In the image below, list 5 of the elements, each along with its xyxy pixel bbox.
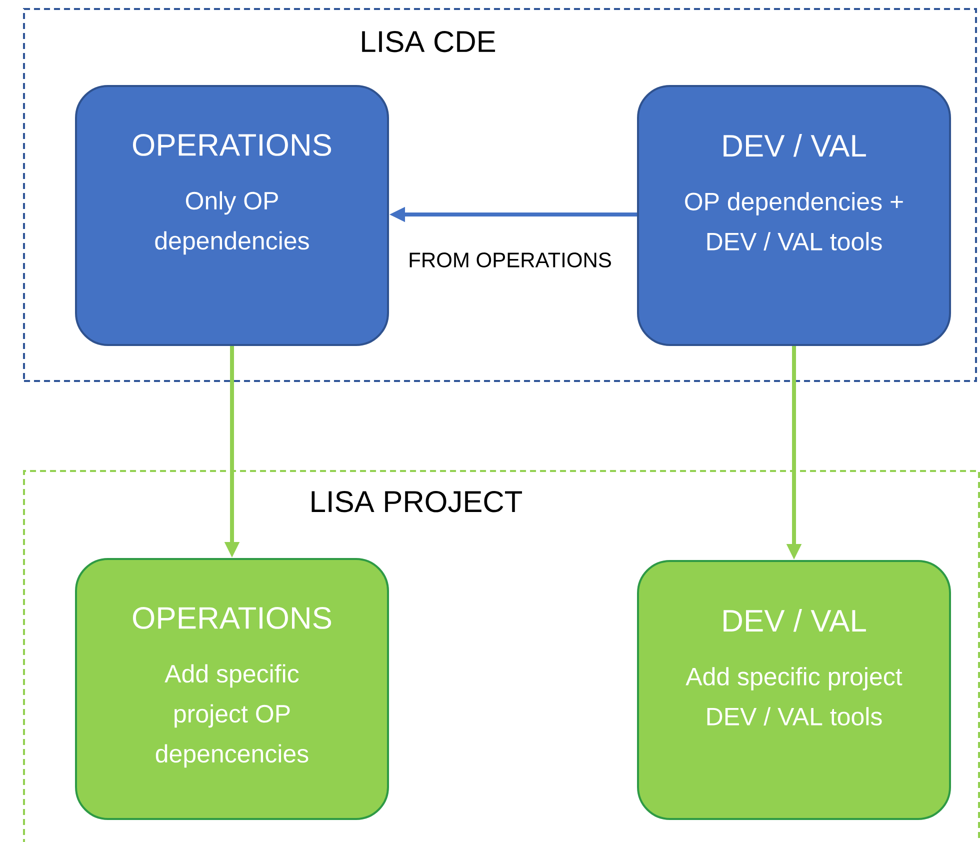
process-box: OPERATIONS Only OP dependencies [75,85,389,346]
process-box: OPERATIONS Add specific project OP depencencies [75,558,389,820]
edge-label: FROM OPERATIONS [406,251,614,269]
process-box: DEV / VAL Add specific project DEV / VAL tools [637,560,952,820]
process-box: DEV / VAL OP dependencies + DEV / VAL tools [637,85,952,346]
